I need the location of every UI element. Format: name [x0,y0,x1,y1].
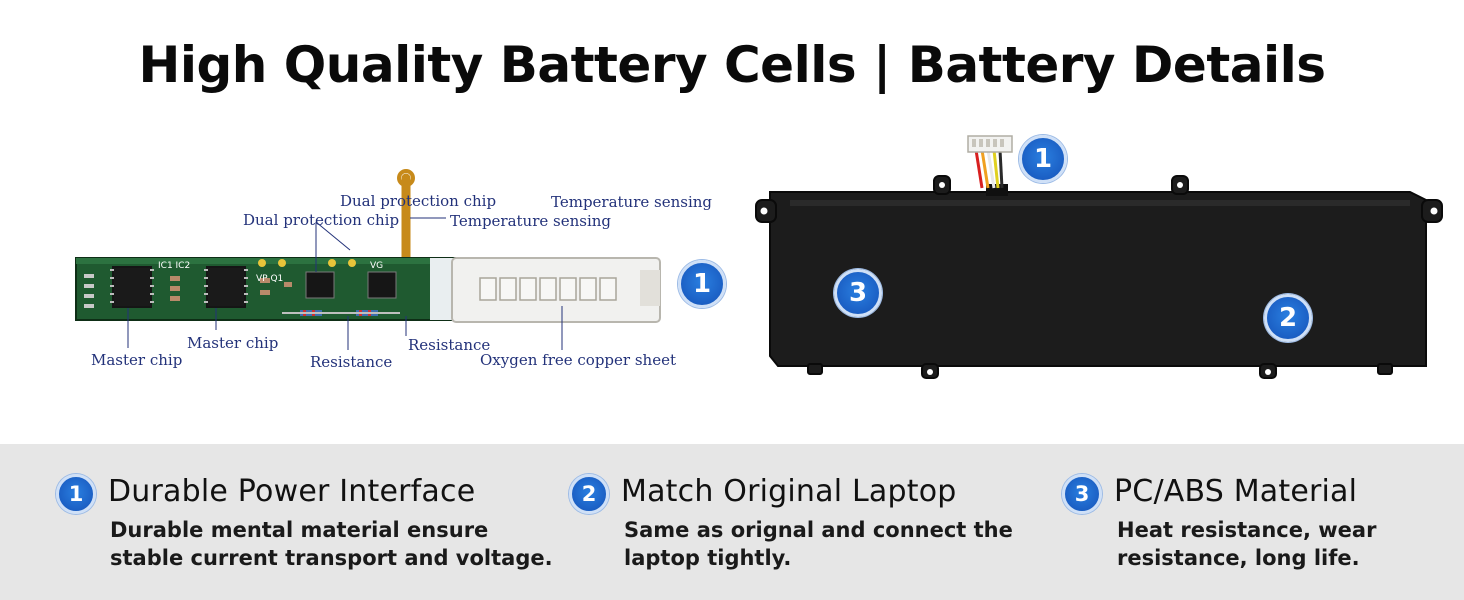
feature-3-title: PC/ABS Material [1114,474,1358,509]
label-temperature-sensing-top: Temperature sensing [551,193,713,211]
feature-2-title: Match Original Laptop [621,474,957,509]
feature-3-desc-line1: Heat resistance, wear [1117,518,1377,542]
label-temperature-sensing: Temperature sensing [450,212,612,230]
feature-3-badge: 3 [1062,474,1102,514]
feature-2-desc-line2: laptop tightly. [624,546,792,570]
features-band [0,444,1464,600]
feature-1-badge: 1 [56,474,96,514]
feature-2-badge: 2 [569,474,609,514]
label-master-chip: Master chip [187,334,279,352]
badge-pcb-connector: 1 [678,260,726,308]
badge-battery-case: 2 [1264,294,1312,342]
pcb-silkscreen-vp: VP Q1 [256,274,283,284]
label-oxygen-free-copper-sheet: Oxygen free copper sheet [480,351,676,369]
feature-2-desc-line1: Same as orignal and connect the [624,518,1013,542]
feature-2-description: Same as orignal and connect the laptop t… [624,516,1013,572]
pcb-silkscreen-vg: VG [370,261,383,271]
feature-3-desc-line2: resistance, long life. [1117,546,1360,570]
label-resistance: Resistance [408,336,491,354]
feature-1-title: Durable Power Interface [108,474,476,509]
label-dual-protection-chip: Dual protection chip [243,211,400,229]
feature-3-description: Heat resistance, wear resistance, long l… [1117,516,1376,572]
feature-1-desc-line2: stable current transport and voltage. [110,546,553,570]
badge-battery-cells: 3 [834,269,882,317]
feature-1-description: Durable mental material ensure stable cu… [110,516,553,572]
label-master-chip-left: Master chip [91,351,183,369]
battery-illustration [755,135,1443,379]
pcb-diagram: IC1 IC2 VP Q1 VG Dual protection chip Te… [60,150,740,400]
page-title: High Quality Battery Cells | Battery Det… [138,36,1326,94]
badge-battery-connector: 1 [1019,135,1067,183]
pcb-silkscreen-ic: IC1 IC2 [158,261,190,271]
label-resistance-left: Resistance [310,353,393,371]
pcb-board-illustration: IC1 IC2 VP Q1 VG [75,169,661,350]
feature-1-desc-line1: Durable mental material ensure [110,518,489,542]
label-dual-protection-chip-top: Dual protection chip [340,192,497,210]
